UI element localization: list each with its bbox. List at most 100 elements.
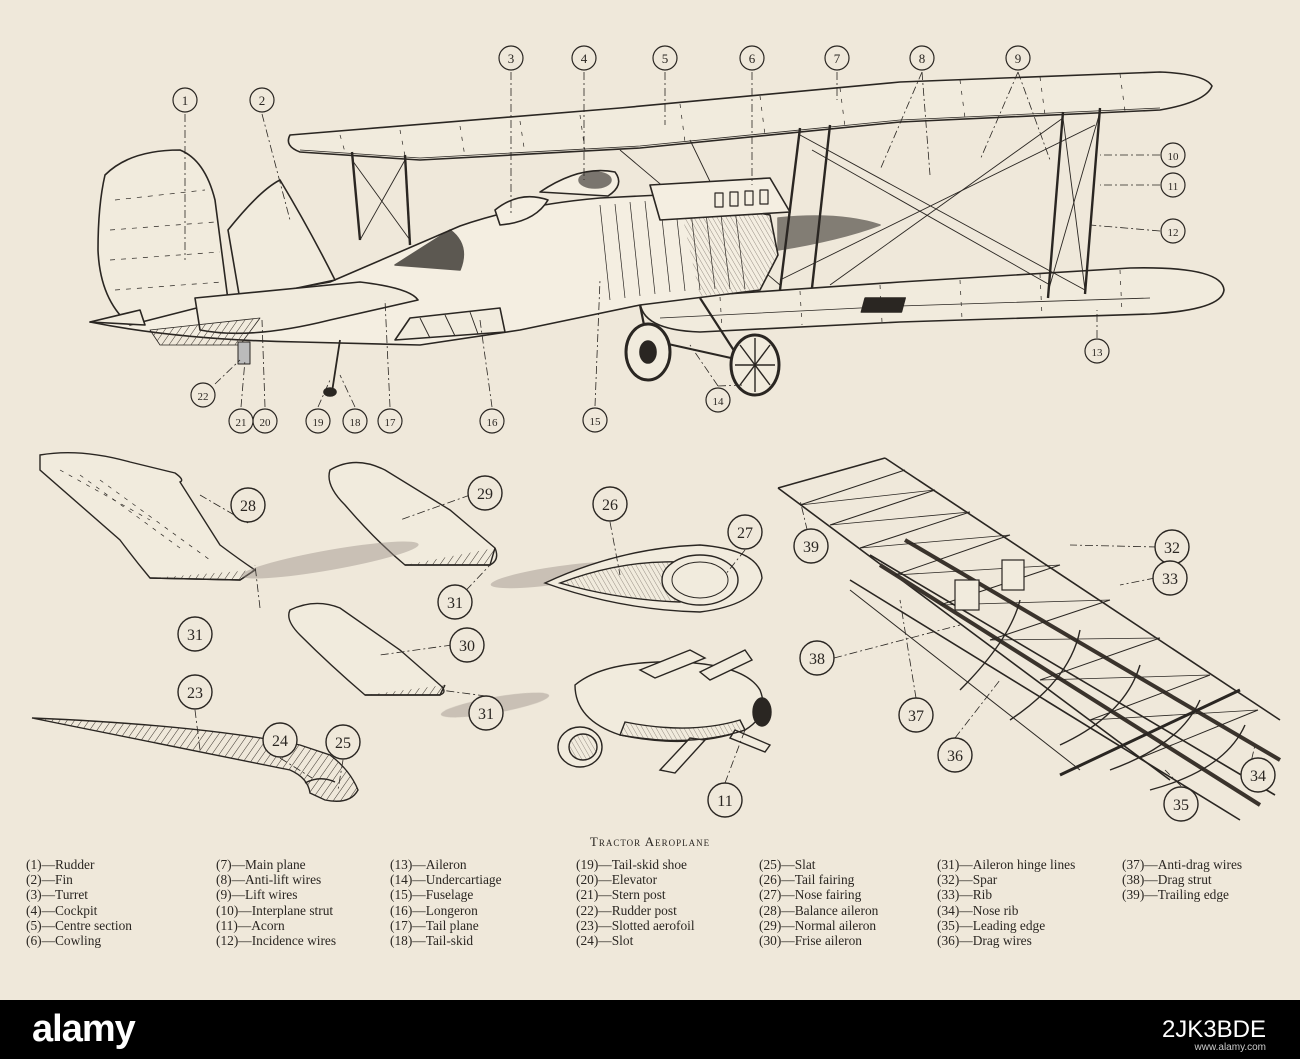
callout-14-label: 14 — [713, 396, 725, 408]
callout-28-label: 28 — [240, 498, 256, 515]
callout-11-label: 11 — [1168, 181, 1179, 193]
fairing-section — [543, 544, 763, 613]
legend-item: (31)—Aileron hinge lines — [937, 857, 1076, 872]
callout-27-label: 27 — [737, 525, 753, 542]
callout-17: 17 — [377, 408, 403, 434]
callout-36: 36 — [937, 737, 973, 773]
callout-39: 39 — [793, 528, 829, 564]
callout-3-label: 3 — [508, 51, 515, 66]
callout-17-label: 17 — [385, 417, 397, 429]
callout-31c: 31 — [468, 695, 504, 731]
legend-item: (34)—Nose rib — [937, 902, 1019, 918]
callout-38: 38 — [799, 640, 835, 676]
watermark-logo: alamy — [32, 1008, 136, 1050]
callout-15-label: 15 — [590, 416, 602, 428]
leader-lines — [184, 71, 1256, 791]
fin — [227, 179, 336, 301]
legend-item: (39)—Trailing edge — [1122, 887, 1229, 903]
legend-item: (14)—Undercartiage — [390, 872, 502, 888]
callout-markers: 1 2 3 4 5 6 7 8 9 10 11 12 13 14 15 16 1… — [172, 45, 1276, 822]
callout-2-label: 2 — [259, 93, 266, 108]
slotted-aerofoil — [31, 717, 359, 802]
callout-29: 29 — [467, 475, 503, 511]
legend-item: (6)—Cowling — [26, 932, 102, 948]
callout-8-label: 8 — [919, 51, 926, 66]
callout-30: 30 — [449, 627, 485, 663]
callout-29-label: 29 — [477, 486, 493, 503]
callout-7: 7 — [824, 45, 850, 71]
callout-25-label: 25 — [335, 735, 351, 752]
callout-5-label: 5 — [662, 51, 669, 66]
balance-aileron-detail — [39, 451, 257, 581]
legend-item: (19)—Tail-skid shoe — [576, 857, 688, 872]
callout-34: 34 — [1240, 757, 1276, 793]
callout-27: 27 — [727, 514, 763, 550]
legend-item: (9)—Lift wires — [216, 887, 298, 903]
legend-column-5: (25)—Slat (26)—Tail fairing (27)—Nose fa… — [759, 857, 878, 948]
legend-column-7: (37)—Anti-drag wires (38)—Drag strut (39… — [1122, 857, 1242, 903]
legend-item: (30)—Frise aileron — [759, 932, 863, 948]
legend-item: (25)—Slat — [759, 857, 816, 872]
callout-32: 32 — [1154, 529, 1190, 565]
callout-20: 20 — [252, 408, 278, 434]
callout-13-label: 13 — [1092, 347, 1104, 359]
tractor-aeroplane-diagram: 1 2 3 4 5 6 7 8 9 10 11 12 13 14 15 16 1… — [31, 45, 1282, 822]
callout-36-label: 36 — [947, 748, 963, 765]
callout-31a-label: 31 — [187, 627, 203, 644]
callout-19-label: 19 — [313, 417, 325, 429]
callout-31c-label: 31 — [478, 706, 494, 723]
biplane-drawing — [89, 71, 1225, 397]
legend-item: (32)—Spar — [937, 872, 998, 888]
legend-column-4: (19)—Tail-skid shoe (20)—Elevator (21)—S… — [576, 857, 695, 948]
callout-16: 16 — [479, 408, 505, 434]
parts-legend: (1)—Rudder (2)—Fin (3)—Turret (4)—Cockpi… — [26, 857, 1286, 997]
callout-35: 35 — [1163, 786, 1199, 822]
callout-23-label: 23 — [187, 685, 203, 702]
callout-37-label: 37 — [908, 708, 924, 725]
callout-4-label: 4 — [581, 51, 588, 66]
callout-37: 37 — [898, 697, 934, 733]
callout-9-label: 9 — [1015, 51, 1022, 66]
callout-11b-label: 11 — [717, 793, 732, 810]
legend-item: (16)—Longeron — [390, 902, 478, 918]
diagram-caption: Tractor Aeroplane — [589, 834, 711, 849]
legend-item: (2)—Fin — [26, 872, 73, 888]
callout-31a: 31 — [177, 616, 213, 652]
callout-24-label: 24 — [272, 733, 288, 750]
callout-4: 4 — [571, 45, 597, 71]
callout-1-label: 1 — [182, 93, 189, 108]
callout-39-label: 39 — [803, 539, 819, 556]
callout-3: 3 — [498, 45, 524, 71]
legend-item: (11)—Acorn — [216, 917, 285, 933]
callout-19: 19 — [305, 408, 331, 434]
legend-item: (28)—Balance aileron — [759, 902, 879, 918]
callout-8: 8 — [909, 45, 935, 71]
callout-10-label: 10 — [1168, 151, 1180, 163]
undercarriage — [624, 297, 781, 397]
callout-34-label: 34 — [1250, 768, 1266, 785]
wing-frame-structure — [777, 457, 1282, 821]
legend-item: (13)—Aileron — [390, 857, 467, 872]
legend-item: (35)—Leading edge — [937, 917, 1046, 933]
callout-31b: 31 — [437, 584, 473, 620]
watermark-bar: alamy 2JK3BDE www.alamy.com — [0, 1000, 1300, 1059]
legend-item: (22)—Rudder post — [576, 902, 677, 918]
callout-5: 5 — [652, 45, 678, 71]
callout-15: 15 — [582, 407, 608, 433]
callout-6-label: 6 — [749, 51, 756, 66]
callout-2: 2 — [249, 87, 275, 113]
legend-item: (33)—Rib — [937, 887, 993, 903]
legend-item: (18)—Tail-skid — [390, 932, 474, 948]
legend-item: (5)—Centre section — [26, 917, 132, 933]
propeller-spinner — [777, 215, 881, 251]
callout-26-label: 26 — [602, 497, 618, 514]
callout-13: 13 — [1084, 338, 1110, 364]
callout-23: 23 — [177, 674, 213, 710]
legend-item: (15)—Fuselage — [390, 887, 474, 903]
wing-struts — [350, 107, 1102, 299]
legend-item: (17)—Tail plane — [390, 917, 479, 933]
callout-33: 33 — [1152, 560, 1188, 596]
legend-item: (26)—Tail fairing — [759, 872, 855, 888]
legend-column-1: (1)—Rudder (2)—Fin (3)—Turret (4)—Cockpi… — [26, 857, 132, 948]
acorn-nacelle — [557, 649, 772, 774]
